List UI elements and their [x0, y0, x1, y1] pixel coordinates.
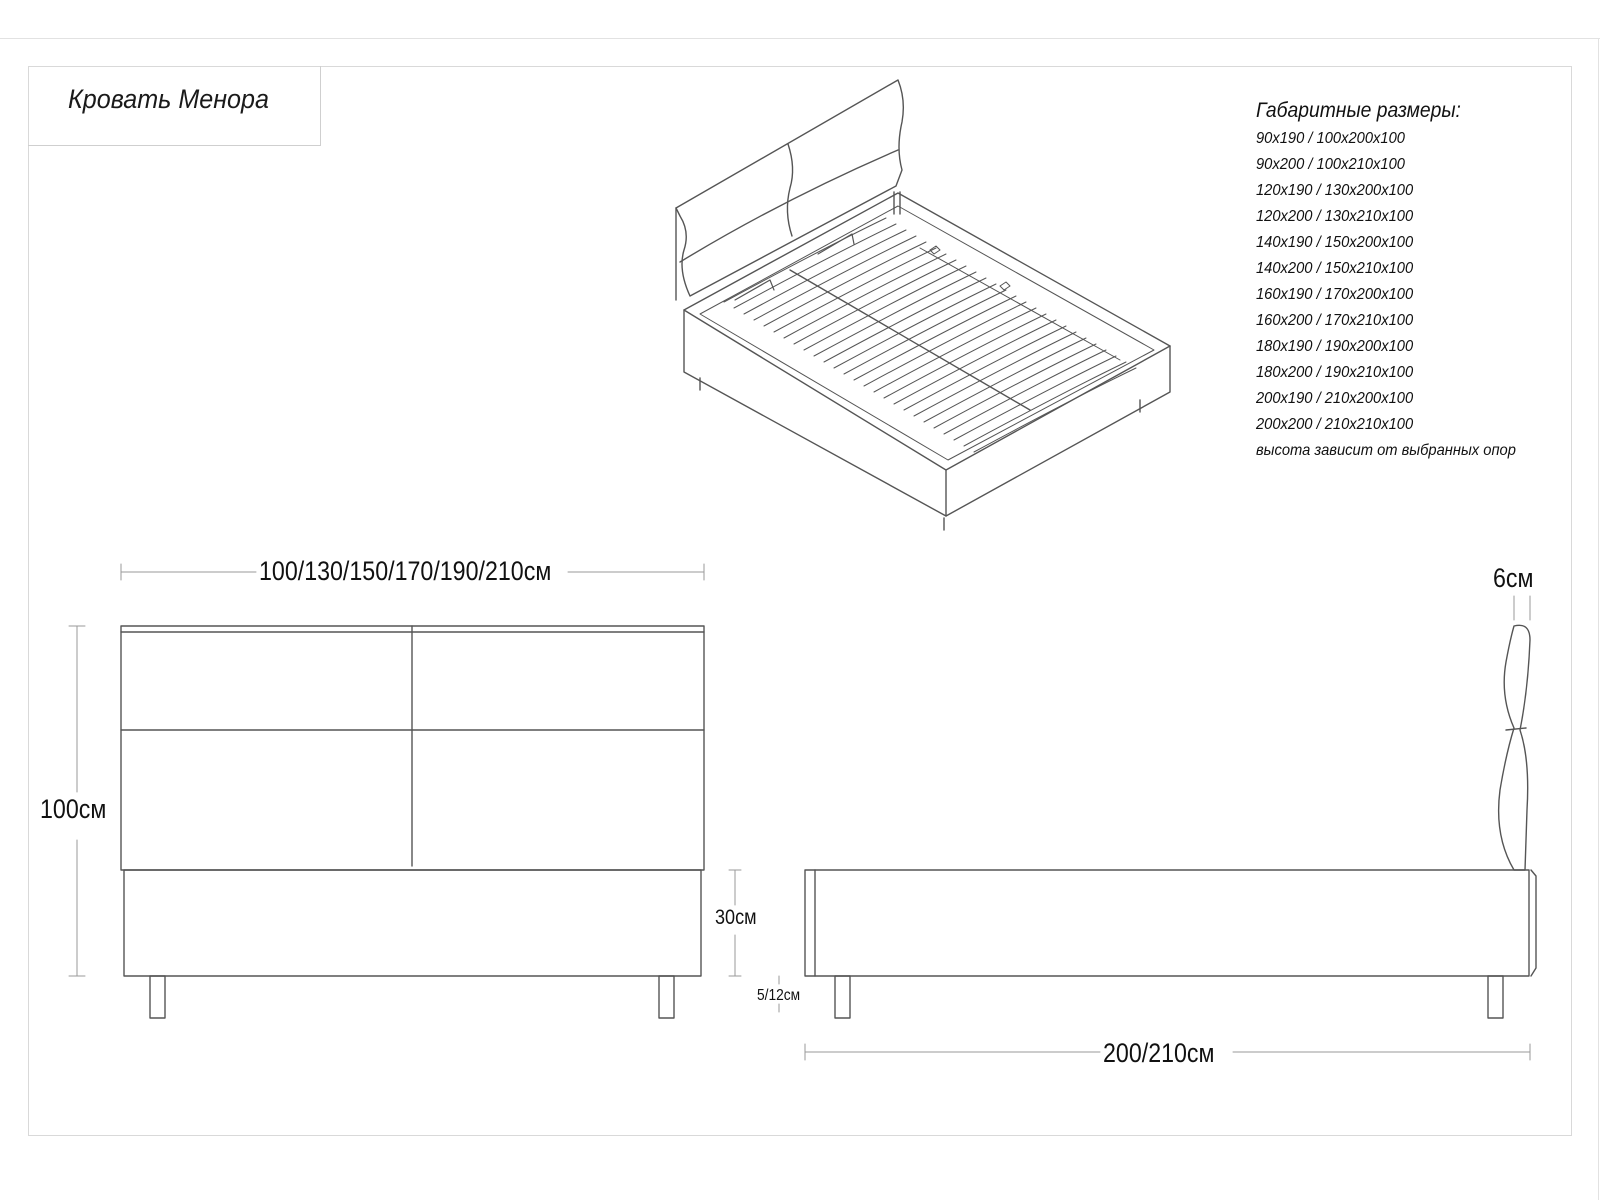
- headboard-iso: [675, 79, 905, 297]
- front-base: [123, 869, 702, 977]
- spec-row: 140х200 / 150х210х100: [1256, 260, 1414, 277]
- spec-row: 200х190 / 210х200х100: [1256, 390, 1414, 407]
- spec-note: высота зависит от выбранных опор: [1256, 442, 1516, 459]
- spec-row: 180х190 / 190х200х100: [1256, 338, 1414, 355]
- dimensions-spec-list: Габаритные размеры: 90х190 / 100х200х100…: [1256, 99, 1539, 464]
- sheet-top-edge: [0, 38, 1600, 39]
- front-view: [120, 625, 705, 1019]
- spec-row: 160х200 / 170х210х100: [1256, 312, 1414, 329]
- iso-leg: [699, 377, 1141, 531]
- spec-row: 120х190 / 130х200х100: [1256, 182, 1414, 199]
- front-right-leg: [658, 975, 675, 1019]
- base-height-label: 30см: [715, 906, 757, 929]
- product-title: Кровать Менора: [68, 84, 269, 114]
- spec-row: 160х190 / 170х200х100: [1256, 286, 1414, 303]
- headboard-seam-vertical: [786, 143, 794, 237]
- side-left-leg: [834, 975, 851, 1019]
- drawing-frame: [28, 66, 1572, 1136]
- sheet-right-edge: [1598, 38, 1599, 1200]
- slats-iso: [723, 217, 1137, 453]
- spec-row: 90х200 / 100х210х100: [1256, 156, 1405, 173]
- spec-row: 200х200 / 210х210х100: [1256, 416, 1414, 433]
- side-view: [804, 624, 1537, 1019]
- front-width-label: 100/130/150/170/190/210см: [259, 556, 552, 586]
- spec-row: 180х200 / 190х210х100: [1256, 364, 1414, 381]
- leg-height-label: 5/12см: [757, 987, 801, 1004]
- title-block: [28, 66, 321, 146]
- side-length-label: 200/210см: [1103, 1038, 1215, 1068]
- bed-frame-iso: [683, 192, 1171, 471]
- center-beam-iso: [789, 269, 1031, 411]
- front-height-label: 100см: [40, 794, 107, 824]
- headboard-thickness-label: 6см: [1493, 563, 1534, 593]
- spec-row: 90х190 / 100х200х100: [1256, 130, 1405, 147]
- isometric-bed-view: [675, 79, 1171, 531]
- spec-header: Габаритные размеры:: [1256, 99, 1461, 122]
- spec-row: 140х190 / 150х200х100: [1256, 234, 1414, 251]
- spec-row: 120х200 / 130х210х100: [1256, 208, 1414, 225]
- front-left-leg: [149, 975, 166, 1019]
- headboard-seam-horizontal: [679, 149, 899, 263]
- side-headboard: [1497, 624, 1531, 871]
- side-right-leg: [1487, 975, 1504, 1019]
- dimension-lines: [68, 563, 1531, 1061]
- side-base: [804, 869, 1530, 977]
